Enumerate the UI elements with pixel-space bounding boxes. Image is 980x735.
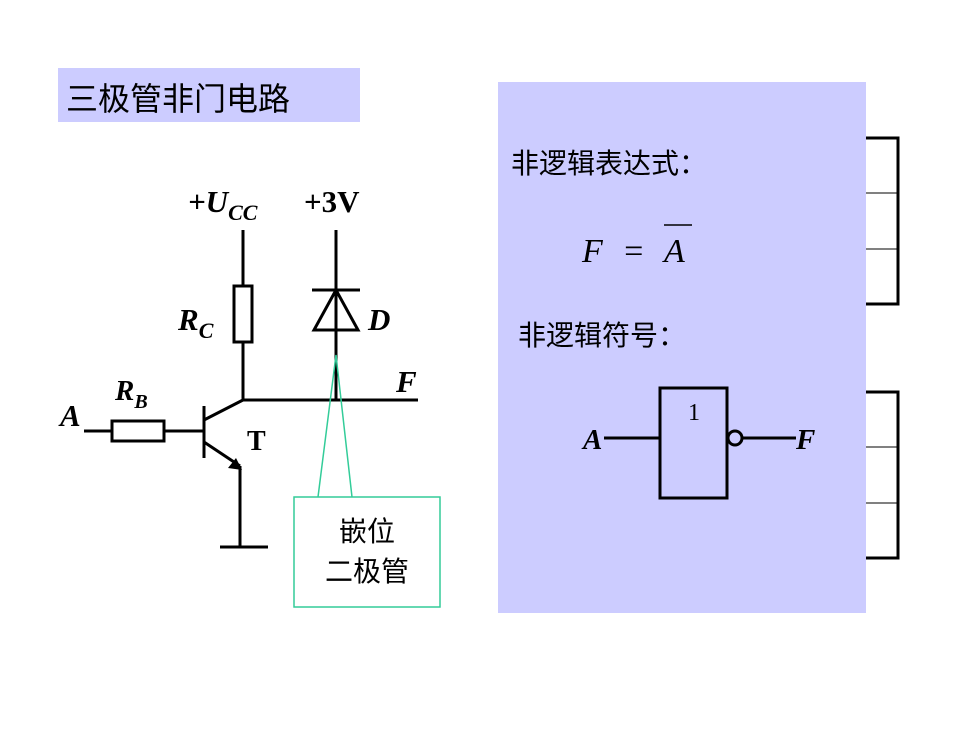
gate-text: 1 bbox=[688, 400, 700, 426]
not-gate-body bbox=[658, 386, 729, 500]
vcc-plus: +UCC bbox=[188, 184, 258, 225]
output-label: F bbox=[395, 364, 417, 399]
diode-label: D bbox=[367, 302, 390, 337]
bracket-bottom bbox=[866, 390, 900, 560]
callout-pointer bbox=[317, 354, 353, 498]
callout-text: 嵌位 二极管 bbox=[296, 512, 438, 592]
formula-equals: = bbox=[622, 233, 645, 270]
rb-resistor bbox=[110, 419, 166, 443]
bracket-top bbox=[866, 136, 900, 306]
rc-resistor bbox=[232, 284, 254, 344]
formula-rhs: A bbox=[662, 233, 685, 270]
transistor-label: T bbox=[247, 426, 266, 457]
callout-line-2: 二极管 bbox=[324, 555, 409, 588]
transistor-collector bbox=[203, 398, 244, 422]
symbol-heading: 非逻辑符号： bbox=[518, 319, 687, 352]
expression-heading: 非逻辑表达式： bbox=[511, 147, 708, 180]
right-panel bbox=[498, 82, 866, 613]
gate-output-label: F bbox=[795, 424, 815, 456]
diode-triangle bbox=[311, 286, 361, 332]
slide-title: 三极管非门电路 bbox=[66, 80, 291, 118]
supply-label: +3V bbox=[304, 184, 360, 219]
rc-label: RC bbox=[177, 302, 214, 343]
rb-label: RB bbox=[114, 375, 148, 413]
formula-lhs: F bbox=[581, 233, 604, 270]
inverter-bubble bbox=[726, 429, 744, 447]
gate-input-label: A bbox=[581, 424, 602, 456]
callout-box bbox=[293, 496, 441, 608]
callout-line-1: 嵌位 bbox=[338, 515, 395, 548]
emitter-arrow bbox=[228, 458, 242, 470]
input-label: A bbox=[58, 398, 81, 433]
title-box bbox=[58, 68, 360, 122]
